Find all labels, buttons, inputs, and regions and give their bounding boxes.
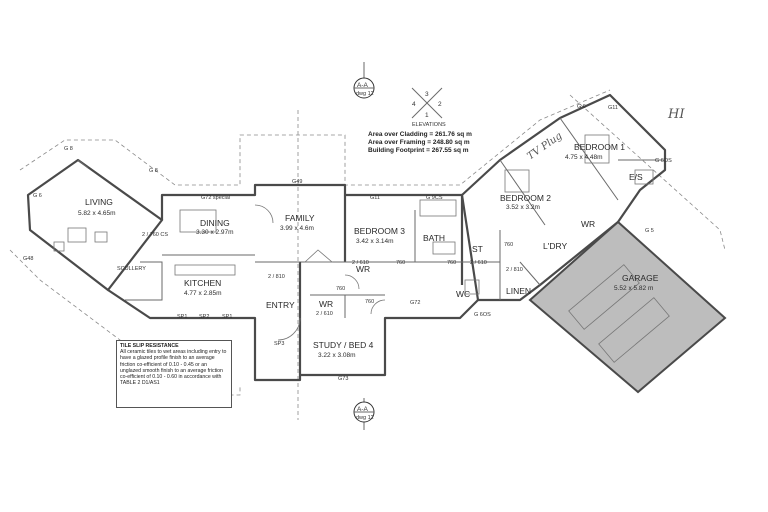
elevations-compass — [411, 87, 443, 119]
room-wr-master-name: WR — [581, 219, 595, 229]
room-bedroom3-name: BEDROOM 3 — [354, 226, 405, 236]
living-wing — [26, 158, 164, 292]
room-wr-hall-name: WR — [356, 264, 370, 274]
room-family-dims: 3.99 x 4.6m — [280, 225, 314, 232]
area-framing: Area over Framing = 248.80 sq m — [368, 139, 470, 146]
tag-g6-left: G 6 — [33, 193, 42, 199]
tag-g8: G 8 — [64, 146, 73, 152]
central-block — [107, 183, 479, 382]
tag-g49: G49 — [292, 179, 302, 185]
room-living-name: LIVING — [85, 197, 113, 207]
tile-slip-note-body: All ceramic tiles to wet areas including… — [120, 349, 227, 387]
section-marker-bottom — [353, 398, 375, 430]
tag-g6: G 6 — [577, 104, 586, 110]
room-st-name: ST — [472, 244, 483, 254]
tag-door-2610-b: 2 / 610 — [316, 311, 333, 317]
tag-g72: G72 — [410, 300, 420, 306]
room-entry-name: ENTRY — [266, 300, 295, 310]
tag-sp1-a: SP1 — [177, 314, 187, 320]
tile-slip-note-title: TILE SLIP RESISTANCE — [120, 343, 179, 349]
tag-g48: G48 — [23, 256, 33, 262]
tag-g11-a: G11 — [370, 195, 380, 201]
tag-door-2610-c: 2 / 610 — [470, 260, 487, 266]
elevation-3: 3 — [425, 91, 429, 98]
room-kitchen-dims: 4.77 x 2.85m — [184, 290, 222, 297]
room-family-name: FAMILY — [285, 213, 315, 223]
tag-dim-760-b: 760 — [447, 260, 456, 266]
tag-sp3: SP3 — [274, 341, 284, 347]
tag-g6os-top: G 6OS — [655, 158, 672, 164]
room-es-name: E/S — [629, 172, 643, 182]
area-footprint: Building Footprint = 267.55 sq m — [368, 147, 469, 154]
tag-g72-special: G72 special — [201, 195, 230, 201]
tag-door-2610-a: 2 / 610 — [352, 260, 369, 266]
room-bedroom3-dims: 3.42 x 3.14m — [356, 238, 394, 245]
room-dining-name: DINING — [200, 218, 230, 228]
elevation-1: 1 — [425, 112, 429, 119]
roof-outline — [9, 89, 726, 420]
tag-dim-760-a: 760 — [396, 260, 405, 266]
room-kitchen-name: KITCHEN — [184, 278, 221, 288]
room-bedroom2-name: BEDROOM 2 — [500, 193, 551, 203]
room-bath-name: BATH — [423, 233, 445, 243]
room-living-dims: 5.82 x 4.65m — [78, 210, 116, 217]
tag-g9cs: G 9CS — [426, 195, 443, 201]
garage-block — [528, 220, 727, 394]
tag-g11-b: G11 — [608, 105, 618, 111]
section-label-top: A-A — [357, 82, 369, 89]
tag-door-2810: 2 / 810 — [268, 274, 285, 280]
room-garage-dims: 5.52 x 5.82 m — [614, 285, 653, 292]
tag-sp1-b: SP1 — [222, 314, 232, 320]
room-bedroom1-dims: 4.75 x 4.48m — [565, 154, 603, 161]
handwritten-hi: HI — [667, 107, 685, 122]
handwritten-tv-plug: TV Plug — [525, 130, 564, 162]
bedroom-wing — [460, 93, 667, 302]
room-dining-dims: 3.30 x 2.97m — [196, 229, 234, 236]
tag-dim-2760cs: 2 / 760 CS — [142, 232, 168, 238]
room-study-dims: 3.22 x 3.08m — [318, 352, 356, 359]
tag-dim-760-d: 760 — [365, 299, 374, 305]
tag-g73: G73 — [338, 376, 348, 382]
tag-dim-760-c: 760 — [336, 286, 345, 292]
room-study-name: STUDY / BED 4 — [313, 340, 374, 350]
elevation-4: 4 — [412, 101, 416, 108]
tag-g6os-mid: G 6OS — [474, 312, 491, 318]
tag-g5-right: G 5 — [645, 228, 654, 234]
room-bedroom2-dims: 3.52 x 3.2m — [506, 204, 540, 211]
room-bedroom1-name: BEDROOM 1 — [574, 142, 625, 152]
room-scullery-name: SCULLERY — [117, 266, 146, 272]
room-wr-study-name: WR — [319, 299, 333, 309]
room-linen-name: LINEN — [506, 286, 531, 296]
elevation-2: 2 — [438, 101, 442, 108]
tag-sp2: SP2 — [199, 314, 209, 320]
section-marker-top — [353, 62, 375, 99]
room-wc-name: WC — [456, 289, 470, 299]
tag-g8-b: G 8 — [149, 168, 158, 174]
area-cladding: Area over Cladding = 261.76 sq m — [368, 131, 472, 138]
tile-slip-note: TILE SLIP RESISTANCE All ceramic tiles t… — [116, 340, 232, 408]
section-label-bottom: A-A — [357, 406, 369, 413]
tag-dim-760-e: 760 — [504, 242, 513, 248]
tag-door-2810-b: 2 / 810 — [506, 267, 523, 273]
elevations-label: ELEVATIONS — [412, 122, 446, 128]
room-garage-name: GARAGE — [622, 273, 659, 283]
section-ref-bottom: dwg 12 — [356, 415, 374, 421]
room-ldry-name: L'DRY — [543, 241, 567, 251]
section-ref-top: dwg 12 — [356, 91, 374, 97]
